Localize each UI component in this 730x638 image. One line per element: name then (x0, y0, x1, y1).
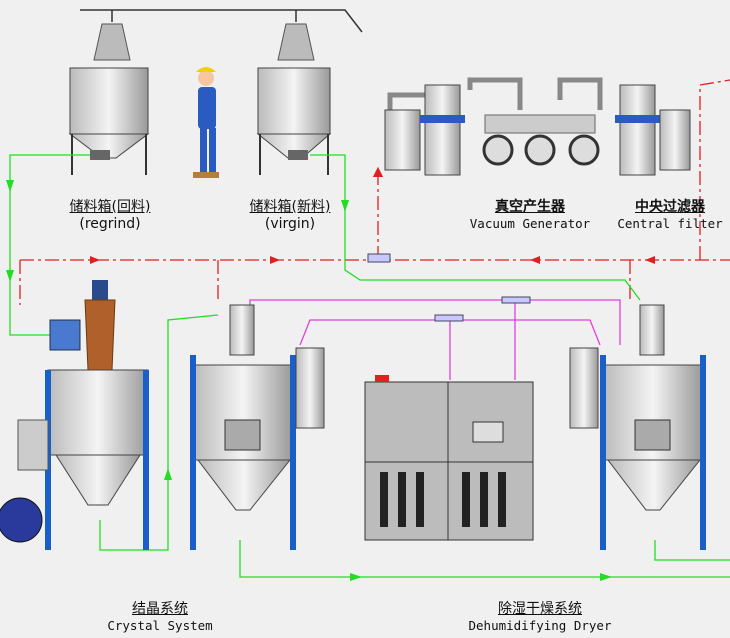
label-en: Vacuum Generator (469, 216, 591, 231)
vacuum-tee-fitting (367, 253, 391, 263)
material-bag-virgin (277, 23, 315, 61)
label-en: Crystal System (107, 618, 213, 633)
drying-hopper-right (569, 304, 706, 550)
storage-hopper-virgin (256, 67, 332, 175)
worker-figure (193, 67, 219, 178)
label-cn: 储料箱(新料) (249, 199, 331, 215)
label-cn: 除湿干燥系统 (498, 601, 582, 617)
vacuum-generator-unit (384, 77, 603, 176)
label-cn: 中央过滤器 (635, 199, 705, 215)
label-en: Central filter (617, 216, 723, 231)
label-en: (regrind) (79, 216, 141, 232)
label-central-filter: 中央过滤器 Central filter (605, 196, 730, 231)
label-cn: 结晶系统 (132, 601, 188, 617)
label-cn: 真空产生器 (495, 199, 565, 215)
central-filter-unit (615, 84, 691, 176)
drying-hopper-left (190, 304, 325, 550)
air-tee-fitting (501, 296, 531, 304)
label-en: Dehumidifying Dryer (468, 618, 612, 633)
material-lines (9, 154, 730, 578)
label-cn: 储料箱(回料) (69, 199, 151, 215)
label-crystal-system: 结晶系统 Crystal System (85, 598, 235, 633)
label-virgin-hopper: 储料箱(新料) (virgin) (225, 196, 355, 232)
storage-hopper-regrind (68, 67, 150, 175)
label-vacuum-generator: 真空产生器 Vacuum Generator (455, 196, 605, 231)
hanger-rail (80, 9, 363, 33)
material-arrows (6, 180, 612, 581)
crystal-system-unit (0, 280, 149, 550)
material-bag-regrind (93, 23, 131, 61)
label-dehumidifying-dryer: 除湿干燥系统 Dehumidifying Dryer (455, 598, 625, 633)
vacuum-arrows (90, 256, 655, 264)
label-en: (virgin) (264, 216, 316, 232)
label-regrind-hopper: 储料箱(回料) (regrind) (45, 196, 175, 232)
dehumidifying-dryer-cabinet (364, 375, 534, 541)
air-tee-fitting (434, 314, 464, 322)
